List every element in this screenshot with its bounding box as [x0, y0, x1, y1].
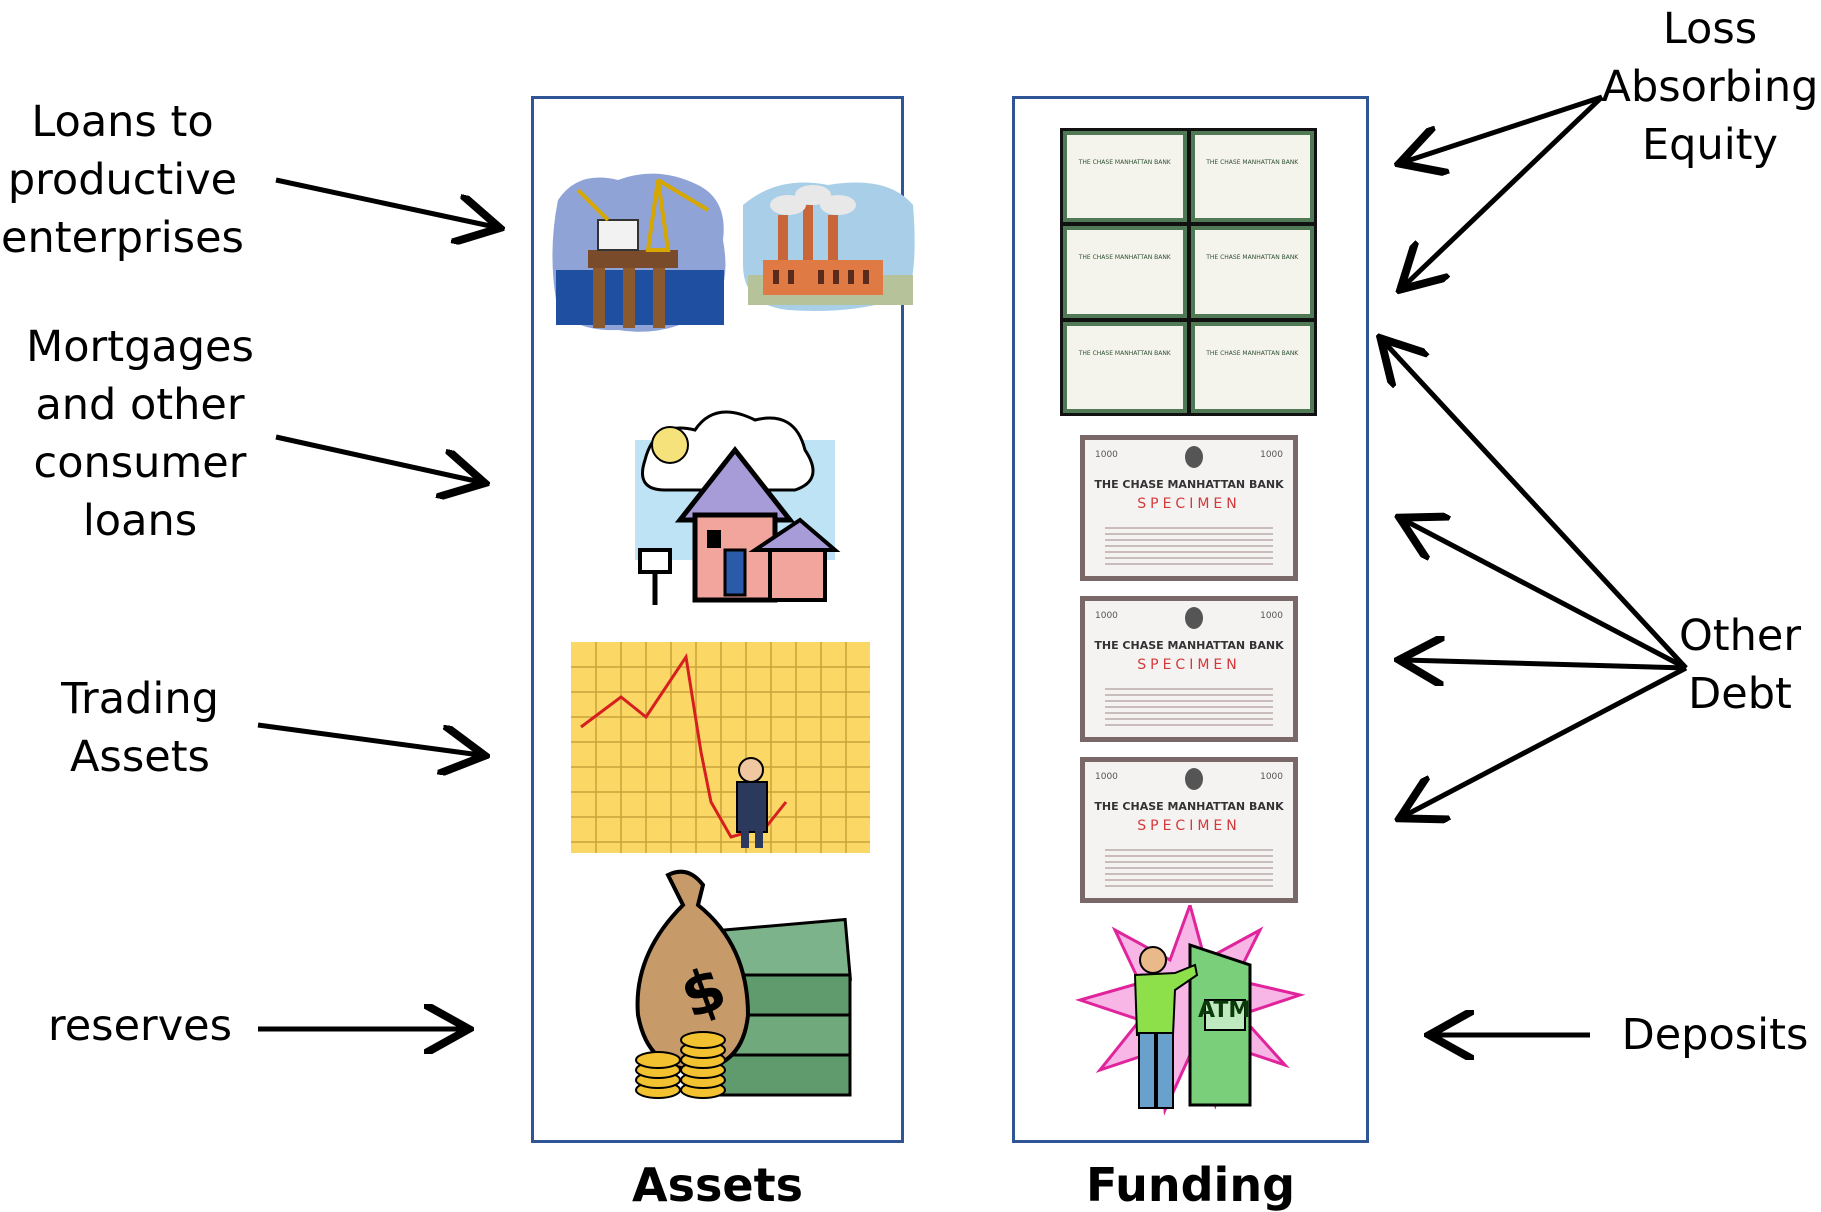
money-bag-icon: $ — [635, 869, 852, 1099]
certificate-bank-name: THE CHASE MANHATTAN BANK — [1078, 349, 1171, 357]
arrow-debt-1 — [1384, 342, 1688, 670]
stock-certificate-icon: THE CHASE MANHATTAN BANK — [1190, 226, 1314, 318]
arrow-debt-2 — [1404, 520, 1688, 671]
label-reserves: reserves — [47, 1001, 233, 1051]
stock-certificate-icon: THE CHASE MANHATTAN BANK — [1190, 321, 1314, 413]
stock-certificate-icon: THE CHASE MANHATTAN BANK — [1190, 131, 1314, 223]
bond-denomination: 1000 — [1095, 450, 1118, 460]
bond-specimen: SPECIMEN — [1137, 818, 1241, 834]
bond-specimen: SPECIMEN — [1137, 657, 1241, 673]
certificate-bank-name: THE CHASE MANHATTAN BANK — [1206, 159, 1299, 166]
bond-denomination: 1000 — [1260, 611, 1283, 621]
label-trading-assets: Trading Assets — [61, 674, 219, 782]
arrow-equity-2 — [1404, 95, 1604, 286]
bond-denomination: 1000 — [1095, 772, 1118, 782]
bond-bank-name: THE CHASE MANHATTAN BANK — [1094, 478, 1284, 491]
stock-certificate-icon: THE CHASE MANHATTAN BANK — [1063, 226, 1187, 318]
certificate-bank-name: THE CHASE MANHATTAN BANK — [1078, 254, 1171, 262]
bond-specimen: SPECIMEN — [1137, 496, 1241, 512]
atm-icon: ATM — [1075, 905, 1305, 1116]
arrow-loans — [275, 177, 495, 227]
arrow-mortgages — [275, 434, 480, 482]
bond-denomination: 1000 — [1095, 611, 1118, 621]
stock-certificate-icon: THE CHASE MANHATTAN BANK — [1063, 321, 1187, 413]
label-other-debt: Other Debt — [1678, 611, 1802, 719]
bond-denomination: 1000 — [1260, 772, 1283, 782]
certificate-bank-name: THE CHASE MANHATTAN BANK — [1078, 159, 1171, 166]
arrow-trading — [257, 722, 480, 755]
bond-certificate-icon: THE CHASE MANHATTAN BANK SPECIMEN 1000 1… — [1080, 435, 1298, 581]
label-mortgages-consumer-loans: Mortgages and other consumer loans — [26, 322, 254, 546]
falling-chart-icon — [571, 642, 870, 853]
certificate-bank-name: THE CHASE MANHATTAN BANK — [1206, 349, 1299, 357]
bond-certificate-icon: THE CHASE MANHATTAN BANK SPECIMEN 1000 1… — [1080, 757, 1298, 903]
oil-rig-icon — [552, 173, 726, 332]
bond-bank-name: THE CHASE MANHATTAN BANK — [1094, 639, 1284, 652]
certificate-bank-name: THE CHASE MANHATTAN BANK — [1206, 254, 1299, 262]
factory-icon — [743, 182, 915, 311]
arrow-debt-4 — [1404, 665, 1688, 816]
bond-denomination: 1000 — [1260, 450, 1283, 460]
arrow-equity-1 — [1404, 94, 1603, 162]
label-loans-to-productive-enterprises: Loans to productive enterprises — [1, 97, 244, 263]
label-deposits: Deposits — [1621, 1010, 1809, 1060]
bond-bank-name: THE CHASE MANHATTAN BANK — [1094, 800, 1284, 813]
label-loss-absorbing-equity: Loss Absorbing Equity — [1601, 4, 1819, 170]
stock-certificates-grid: THE CHASE MANHATTAN BANK THE CHASE MANHA… — [1060, 128, 1317, 416]
bond-certificate-icon: THE CHASE MANHATTAN BANK SPECIMEN 1000 1… — [1080, 596, 1298, 742]
funding-title: Funding — [1086, 1158, 1295, 1212]
house-icon — [635, 410, 841, 605]
atm-label: ATM — [1198, 998, 1250, 1023]
assets-title: Assets — [632, 1158, 803, 1212]
arrow-debt-3 — [1404, 660, 1687, 668]
stock-certificate-icon: THE CHASE MANHATTAN BANK — [1063, 131, 1187, 223]
